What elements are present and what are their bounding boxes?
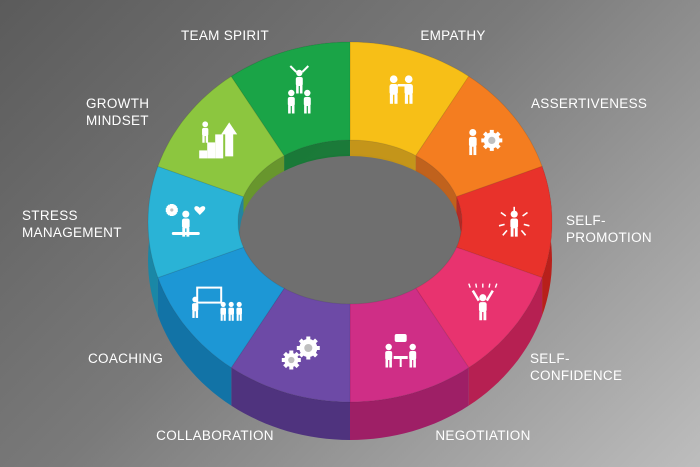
segment-side-collaboration — [231, 367, 350, 440]
person-pushing-gear-icon — [468, 128, 503, 156]
label-stress-management: STRESS MANAGEMENT — [22, 208, 122, 240]
label-negotiation: NEGOTIATION — [435, 428, 531, 443]
empathy-people-icon — [389, 75, 413, 104]
label-self-promotion: SELF- PROMOTION — [566, 213, 652, 245]
stairs-arrow-icon — [199, 121, 238, 159]
label-collaboration: COLLABORATION — [156, 428, 274, 443]
label-growth-mindset: GROWTH MINDSET — [86, 96, 150, 128]
label-assertiveness: ASSERTIVENESS — [531, 96, 648, 111]
presentation-audience-icon — [192, 286, 242, 321]
team-pyramid-icon — [287, 65, 311, 114]
segment-side-coaching — [157, 277, 232, 406]
label-self-confidence: SELF- CONFIDENCE — [530, 351, 623, 383]
person-raised-arms-icon — [468, 283, 498, 321]
label-coaching: COACHING — [88, 351, 164, 366]
gears-icon — [281, 336, 320, 370]
segment-side-self-confidence — [468, 277, 543, 406]
ring-hole-floor — [240, 156, 460, 308]
people-at-table-icon — [385, 334, 417, 368]
segment-side-negotiation — [350, 367, 469, 440]
person-attention-arrows-icon — [498, 206, 530, 237]
label-empathy: EMPATHY — [420, 28, 486, 43]
wheel-icons — [165, 65, 530, 370]
label-team-spirit: TEAM SPIRIT — [180, 28, 270, 43]
meditation-heart-icon — [165, 204, 206, 237]
